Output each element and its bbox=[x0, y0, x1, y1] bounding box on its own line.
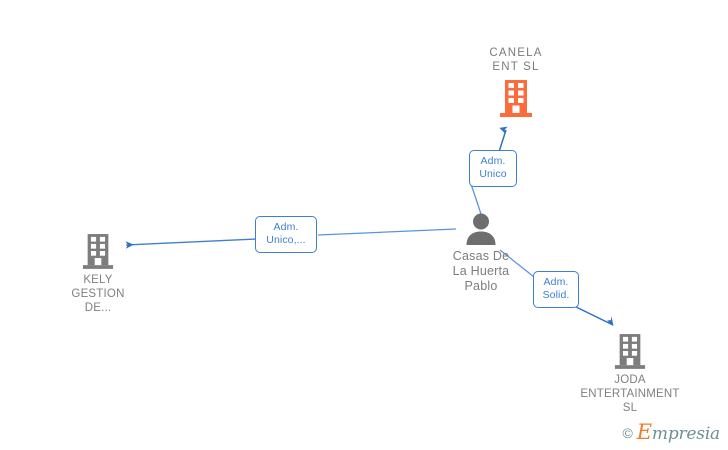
building-icon[interactable] bbox=[38, 232, 158, 270]
node-kely-label: KELY GESTION DE... bbox=[71, 274, 125, 314]
node-kely[interactable]: KELY GESTION DE... bbox=[38, 232, 158, 315]
edge-person-to-joda-lower bbox=[571, 304, 614, 327]
person-icon[interactable] bbox=[421, 212, 541, 246]
brand-initial: E bbox=[636, 420, 652, 444]
node-canela-label: CANELA ENT SL bbox=[489, 47, 543, 73]
building-icon[interactable] bbox=[456, 78, 576, 118]
node-person[interactable]: Casas De La Huerta Pablo bbox=[421, 212, 541, 294]
node-joda[interactable]: JODA ENTERTAINMENT SL bbox=[570, 332, 690, 415]
edge-label-adm-unico-multi[interactable]: Adm. Unico,... bbox=[255, 216, 317, 253]
edge-label-adm-solid[interactable]: Adm. Solid. bbox=[533, 271, 579, 308]
edge-person-to-joda-upper bbox=[499, 249, 535, 278]
edge-person-to-kely-right bbox=[317, 228, 457, 236]
empresia-watermark: © Empresia bbox=[622, 422, 720, 443]
node-joda-label: JODA ENTERTAINMENT SL bbox=[580, 374, 680, 414]
edge-label-adm-unico[interactable]: Adm. Unico bbox=[469, 150, 517, 187]
brand-logo-text: Empresia bbox=[637, 422, 720, 443]
copyright-icon: © bbox=[622, 424, 633, 441]
edge-person-to-kely-left bbox=[125, 238, 257, 249]
building-icon[interactable] bbox=[570, 332, 690, 370]
node-canela[interactable]: CANELA ENT SL bbox=[456, 46, 576, 118]
edge-person-to-canela-lower bbox=[470, 183, 482, 215]
node-person-label: Casas De La Huerta Pablo bbox=[452, 249, 510, 293]
brand-rest: mpresia bbox=[651, 424, 720, 444]
